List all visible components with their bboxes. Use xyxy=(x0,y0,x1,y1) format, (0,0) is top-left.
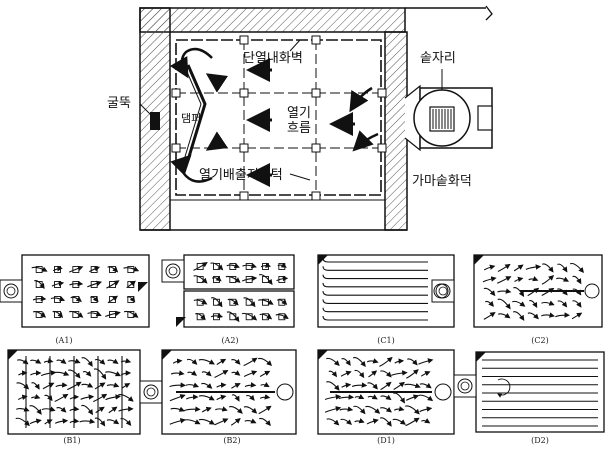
chimney-leader xyxy=(139,103,153,117)
variant-diagrams xyxy=(0,254,605,435)
label-exhaust-ledge: 열기배출지연턱 xyxy=(199,168,283,183)
caption-d2: (D2) xyxy=(531,436,549,445)
chimney-opening xyxy=(150,112,160,130)
caption-c1: (C1) xyxy=(377,336,394,345)
label-cauldron: 솥자리 xyxy=(420,51,456,66)
cauldron-firebox xyxy=(404,69,493,152)
variant-d1 xyxy=(317,349,455,435)
label-insulated-wall: 단열내화벽 xyxy=(243,51,303,66)
label-heat-flow-line2: 흐름 xyxy=(287,121,311,136)
variant-d2 xyxy=(453,351,605,433)
variant-b1 xyxy=(7,349,163,435)
caption-c2: (C2) xyxy=(531,336,548,345)
floor-plan xyxy=(139,5,493,231)
insulated-wall-leader xyxy=(289,39,301,52)
label-heat-flow-line1: 열기 xyxy=(287,106,311,121)
variant-a2-upper xyxy=(161,254,295,328)
right-wall xyxy=(384,31,408,231)
caption-d1: (D1) xyxy=(377,436,395,445)
variant-c1 xyxy=(317,254,455,328)
caption-b1: (B1) xyxy=(63,436,80,445)
top-wall xyxy=(139,7,406,33)
label-cauldron-firebox: 가마솥화덕 xyxy=(412,174,472,189)
caption-a2: (A2) xyxy=(221,336,238,345)
label-damper: 댐퍼 xyxy=(181,112,201,125)
variant-c2 xyxy=(473,254,603,328)
caption-b2: (B2) xyxy=(223,436,240,445)
label-chimney: 굴뚝 xyxy=(107,96,131,111)
variant-b2 xyxy=(161,349,297,435)
break-mark xyxy=(485,5,493,21)
ledge-leader xyxy=(289,173,311,181)
variant-a1 xyxy=(0,254,150,328)
flow-arrows xyxy=(169,47,379,187)
caption-a1: (A1) xyxy=(55,336,72,345)
damper-shape xyxy=(186,64,207,161)
